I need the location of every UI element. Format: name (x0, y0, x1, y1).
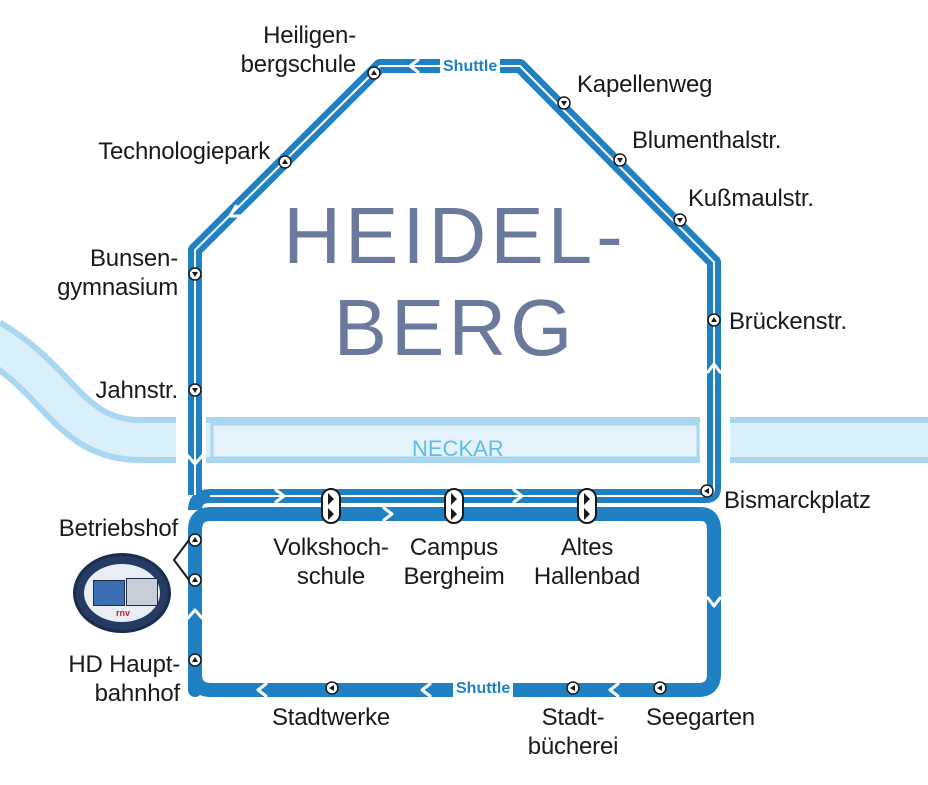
stop-label-altes-hallenbad: Altes Hallenbad (533, 534, 641, 590)
stop-label-stadtwerke: Stadtwerke (271, 704, 391, 731)
depot-connector (172, 539, 190, 581)
stop-marker-heiligenbergschule (367, 66, 381, 80)
stop-marker-stadtwerke (325, 681, 339, 695)
shuttle-label-top: Shuttle (440, 57, 501, 77)
stop-label-blumenthalstr: Blumenthalstr. (632, 127, 782, 154)
city-title: HEIDEL- BERG (280, 190, 630, 374)
stop-marker-volkshochschule (321, 488, 341, 524)
shuttle-label-bottom: Shuttle (453, 679, 514, 699)
bridge-gaps (176, 412, 730, 470)
stop-marker-stadtbuecherei (566, 681, 580, 695)
stop-label-volkshochschule: Volkshoch- schule (273, 534, 389, 590)
stop-marker-technologiepark (278, 155, 292, 169)
stop-label-campus-bergheim: Campus Bergheim (403, 534, 505, 590)
stop-marker-campus-bergheim (444, 488, 464, 524)
historic-tram-anniversary-logo-icon: rnv (73, 553, 171, 633)
stop-marker-jahnstr (188, 383, 202, 397)
stop-marker-betriebshof-b (188, 573, 202, 587)
stop-label-kapellenweg: Kapellenweg (577, 71, 713, 98)
stop-label-bunsengymnasium: Bunsen- gymnasium (57, 245, 178, 301)
city-title-line2: BERG (333, 283, 577, 372)
stop-marker-hd-hauptbahnhof (188, 653, 202, 667)
route-line-lower-loop (188, 507, 721, 697)
stop-label-betriebshof: Betriebshof (58, 515, 178, 542)
stop-marker-blumenthalstr (613, 153, 627, 167)
stop-marker-kapellenweg (557, 96, 571, 110)
direction-arrows (186, 58, 722, 698)
stop-label-hd-hauptbahnhof: HD Haupt- bahnhof (68, 651, 180, 707)
stop-label-seegarten: Seegarten (646, 704, 755, 731)
stop-marker-bismarckplatz (700, 484, 714, 498)
stop-label-jahnstr: Jahnstr. (95, 377, 179, 404)
stop-marker-bunsengymnasium (188, 267, 202, 281)
stop-label-kussmaulstr: Kußmaulstr. (688, 185, 814, 212)
stop-label-heiligenbergschule: Heiligen- bergschule (240, 22, 357, 78)
stop-label-technologiepark: Technologiepark (98, 138, 270, 165)
stop-label-brueckenstr: Brückenstr. (729, 308, 847, 335)
stop-marker-altes-hallenbad (577, 488, 597, 524)
neckar-river (0, 320, 928, 463)
stops-markers (188, 66, 721, 695)
stop-marker-brueckenstr (707, 313, 721, 327)
stop-marker-kussmaulstr (673, 213, 687, 227)
stop-label-bismarckplatz: Bismarckplatz (724, 487, 871, 514)
stop-label-stadtbuecherei: Stadt- bücherei (527, 704, 619, 760)
city-title-line1: HEIDEL- (283, 191, 627, 280)
river-name-label: NECKAR (412, 436, 504, 461)
stop-marker-betriebshof-a (188, 533, 202, 547)
stop-marker-seegarten (653, 681, 667, 695)
